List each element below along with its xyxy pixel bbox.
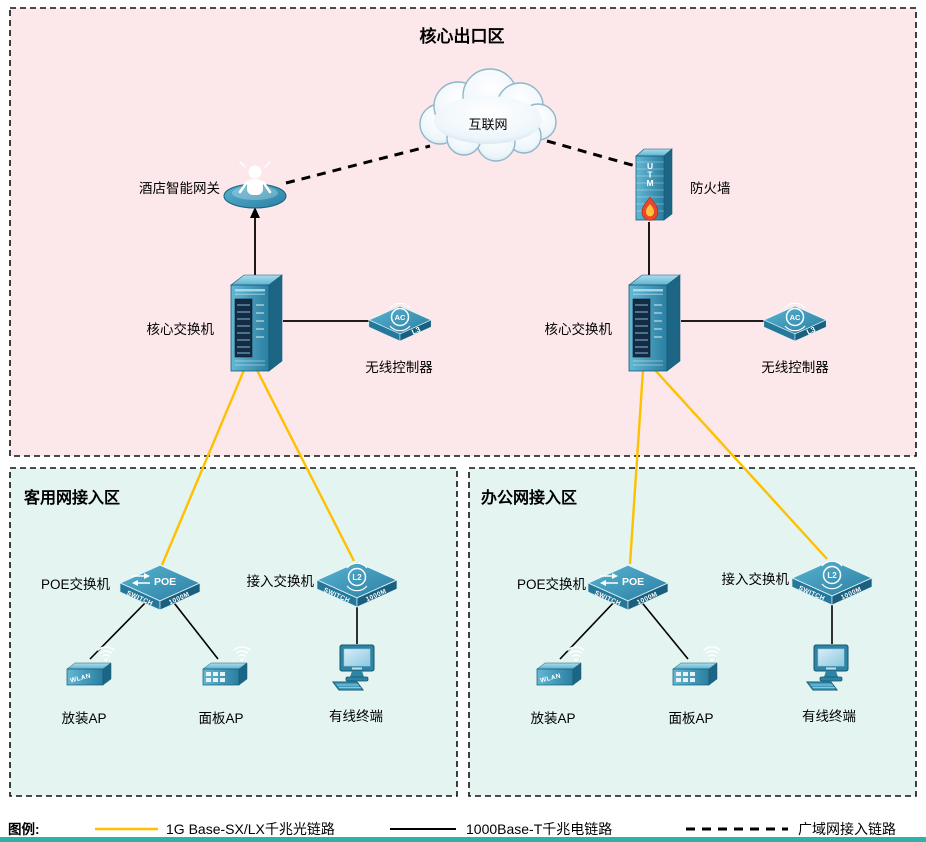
wlc-badge-l3: L3 [410,325,422,337]
poe-badge-top: POE [154,576,176,588]
guest-poe-switch-label: POE交换机 [41,576,111,592]
poe-badge-top: POE [622,576,644,588]
ac-circle-icon [785,307,805,327]
l2-circle-icon [347,567,367,587]
core-zone-panel [9,7,917,457]
office-zone-title: 办公网接入区 [481,488,577,507]
internet-node: 互联网 [419,68,557,162]
office-panel-ap-label: 面板AP [668,711,713,726]
fiber-link-core-office-access [654,369,828,560]
core-switch-right-label: 核心交换机 [545,321,613,337]
office-terminal-label: 有线终端 [802,709,856,724]
panel-grid-icon [206,672,225,682]
guest-ceiling-ap-label: 放装AP [61,711,106,726]
l2-arrows-icon [346,562,368,592]
tower-switch-icon [230,274,283,372]
office-panel-ap-node [672,646,722,686]
poe-arrows-icon [600,573,618,586]
l2-circle-icon [822,565,842,585]
legend-title: 图例: [8,821,40,837]
ap-badge-wlan: WLAN [540,673,562,685]
legend-fiber-label: 1G Base-SX/LX千兆光链路 [166,821,335,837]
guest-zone-title: 客用网接入区 [24,488,120,507]
wlc-right-node: AC L3 [763,302,827,342]
l2-arrows-icon [821,560,843,590]
guest-poe-switch-node: POE SWITCH 1000M [119,564,201,611]
ac-arrows-icon [389,302,411,332]
guest-ceiling-ap-node: WLAN [66,646,116,686]
ac-arrows-icon [784,302,806,332]
internet-label: 互联网 [468,117,507,132]
fiber-link-core-guest-access [255,369,356,562]
fiber-link-core-office-poe [628,369,645,565]
wlc-left-label: 无线控制器 [365,360,433,375]
wlc-left-node: AC L3 [368,302,432,342]
office-ceiling-ap-label: 放装AP [530,711,575,726]
office-ceiling-ap-node: WLAN [536,646,586,686]
legend-wan-label: 广域网接入链路 [798,821,896,837]
legend: 图例: 1G Base-SX/LX千兆光链路 1000Base-T千兆电链路 广… [8,821,896,837]
guest-panel-ap-label: 面板AP [198,711,243,726]
core-switch-left-node [230,274,283,372]
guest-panel-ap-node [202,646,252,686]
core-switch-right-node [628,274,681,372]
office-access-switch-label: 接入交换机 [722,571,790,587]
tower-switch-icon [628,274,681,372]
ap-badge-wlan: WLAN [70,673,92,685]
copper-link-guest-poe-panelap [170,598,219,660]
arrow-up-icon [250,207,260,218]
office-zone-panel [468,467,917,797]
wlc-right-label: 无线控制器 [761,360,829,375]
bottom-bar [0,837,926,842]
wlc-badge-l3: L3 [805,325,817,337]
guest-zone-panel [9,467,458,797]
firewall-label: 防火墙 [690,181,731,196]
l2-badge-top: L2 [827,571,837,580]
wlc-badge-ac: AC [790,313,801,322]
utm-firewall-flame-icon [635,148,673,221]
office-poe-switch-label: POE交换机 [517,576,587,592]
fiber-link-core-guest-poe [160,369,246,566]
wan-link-cloud-gateway [285,144,431,185]
ac-circle-icon [390,307,410,327]
core-zone-title: 核心出口区 [420,26,505,46]
core-switch-left-label: 核心交换机 [147,321,215,337]
l2-badge-top: L2 [352,573,362,582]
gateway-label: 酒店智能网关 [139,181,220,196]
copper-link-office-poe-panelap [638,598,689,660]
wlc-badge-ac: AC [395,313,406,322]
guest-terminal-label: 有线终端 [329,709,383,724]
guest-access-switch-label: 接入交换机 [247,573,315,589]
poe-arrows-icon [132,573,150,586]
panel-grid-icon [676,672,695,682]
legend-copper-label: 1000Base-T千兆电链路 [466,821,612,837]
